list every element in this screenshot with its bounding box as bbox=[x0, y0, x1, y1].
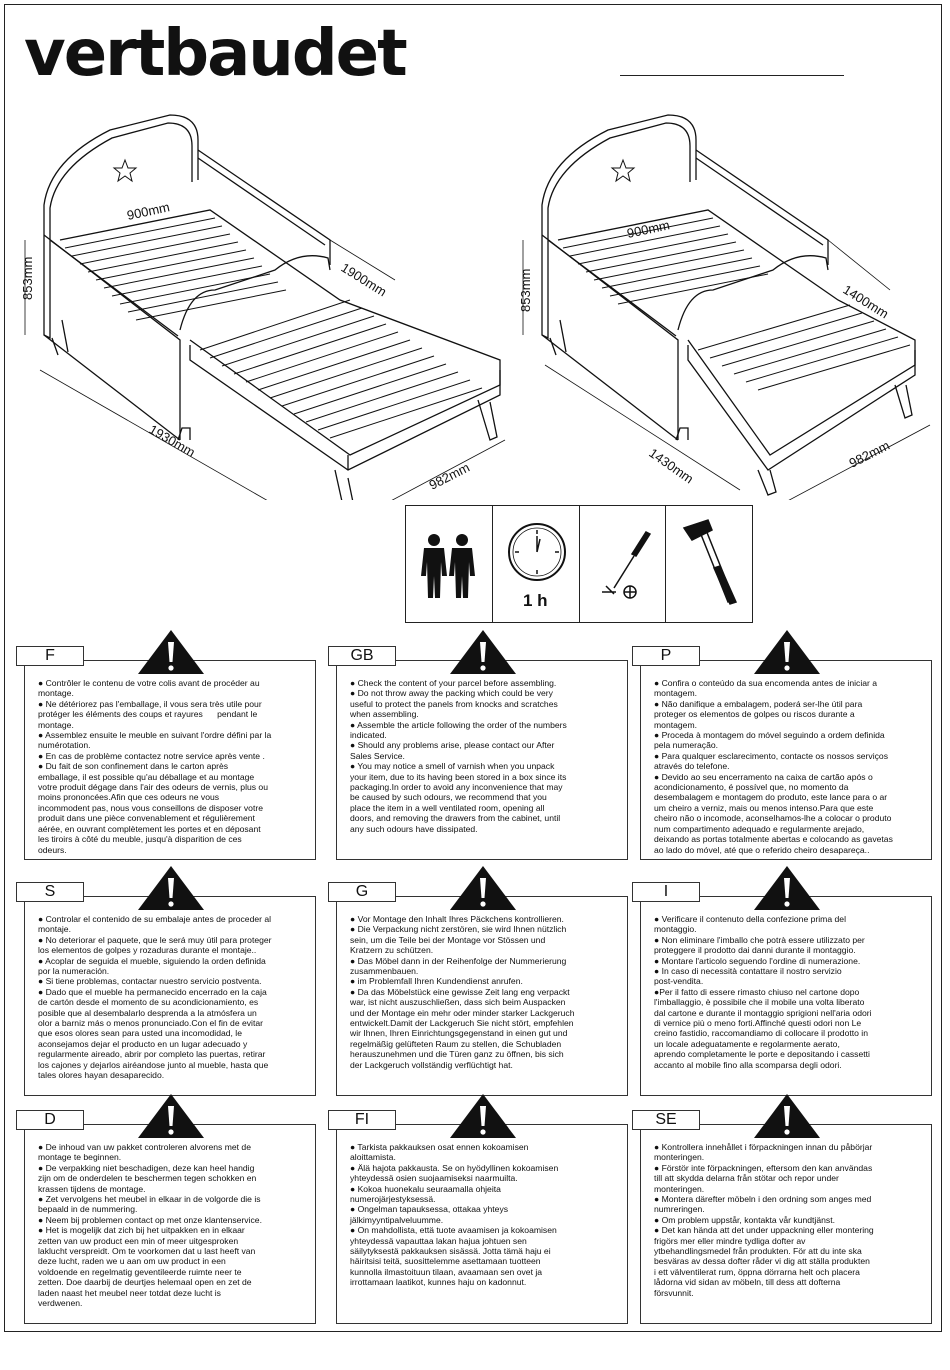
warning-icon bbox=[754, 1094, 820, 1138]
screwdriver-icon bbox=[580, 506, 667, 622]
instruction-text-g: ● Vor Montage den Inhalt Ihres Päckchens… bbox=[350, 914, 575, 1070]
instruction-text-s: ● Controlar el contenido de su embalaje … bbox=[38, 914, 272, 1081]
dim-left-height: 853mm bbox=[20, 257, 35, 300]
dim-left-outer-width: 982mm bbox=[427, 460, 472, 493]
instruction-text-fi: ● Tarkista pakkauksen osat ennen kokoami… bbox=[350, 1142, 559, 1288]
warning-icon bbox=[450, 1094, 516, 1138]
lang-code-i: I bbox=[632, 882, 700, 902]
brand-logo: vertbaudet bbox=[24, 17, 408, 91]
warning-icon bbox=[138, 1094, 204, 1138]
dim-left-outer-length: 1930mm bbox=[147, 422, 198, 460]
two-persons-icon bbox=[406, 506, 493, 622]
warning-icon bbox=[450, 866, 516, 910]
lang-code-d: D bbox=[16, 1110, 84, 1130]
tools-strip: 1 h bbox=[405, 505, 753, 623]
instruction-text-gb: ● Check the content of your parcel befor… bbox=[350, 678, 567, 834]
bed-right-drawing bbox=[522, 114, 931, 500]
instruction-text-se: ● Kontrollera innehållet i förpackningen… bbox=[654, 1142, 874, 1298]
instruction-text-d: ● De inhoud van uw pakket controleren al… bbox=[38, 1142, 262, 1309]
lang-code-f: F bbox=[16, 646, 84, 666]
dim-right-outer-width: 982mm bbox=[847, 438, 892, 471]
reference-line bbox=[620, 75, 844, 76]
lang-code-fi: FI bbox=[328, 1110, 396, 1130]
lang-code-se: SE bbox=[632, 1110, 700, 1130]
clock-icon: 1 h bbox=[493, 506, 580, 622]
lang-code-p: P bbox=[632, 646, 700, 666]
dim-left-length: 1900mm bbox=[338, 260, 389, 300]
lang-code-g: G bbox=[328, 882, 396, 902]
instruction-text-p: ● Confira o conteúdo da sua encomenda an… bbox=[654, 678, 893, 855]
lang-code-gb: GB bbox=[328, 646, 396, 666]
warning-icon bbox=[138, 866, 204, 910]
page-frame bbox=[4, 4, 942, 1332]
warning-icon bbox=[754, 630, 820, 674]
instruction-text-f: ● Contrôler le contenu de votre colis av… bbox=[38, 678, 272, 855]
dim-right-length: 1400mm bbox=[840, 282, 891, 322]
bed-illustrations: 900mm 1900mm 853mm 1930mm 982mm 900mm 14… bbox=[20, 114, 931, 500]
hammer-icon bbox=[666, 506, 752, 622]
bed-left-drawing bbox=[24, 114, 506, 500]
warning-icon bbox=[138, 630, 204, 674]
dim-right-outer-length: 1430mm bbox=[646, 445, 696, 486]
warning-icon bbox=[754, 866, 820, 910]
warning-icon bbox=[450, 630, 516, 674]
time-label: 1 h bbox=[523, 591, 548, 610]
instruction-text-i: ● Verificare il contenuto della confezio… bbox=[654, 914, 872, 1070]
dim-right-height: 853mm bbox=[518, 269, 533, 312]
lang-code-s: S bbox=[16, 882, 84, 902]
